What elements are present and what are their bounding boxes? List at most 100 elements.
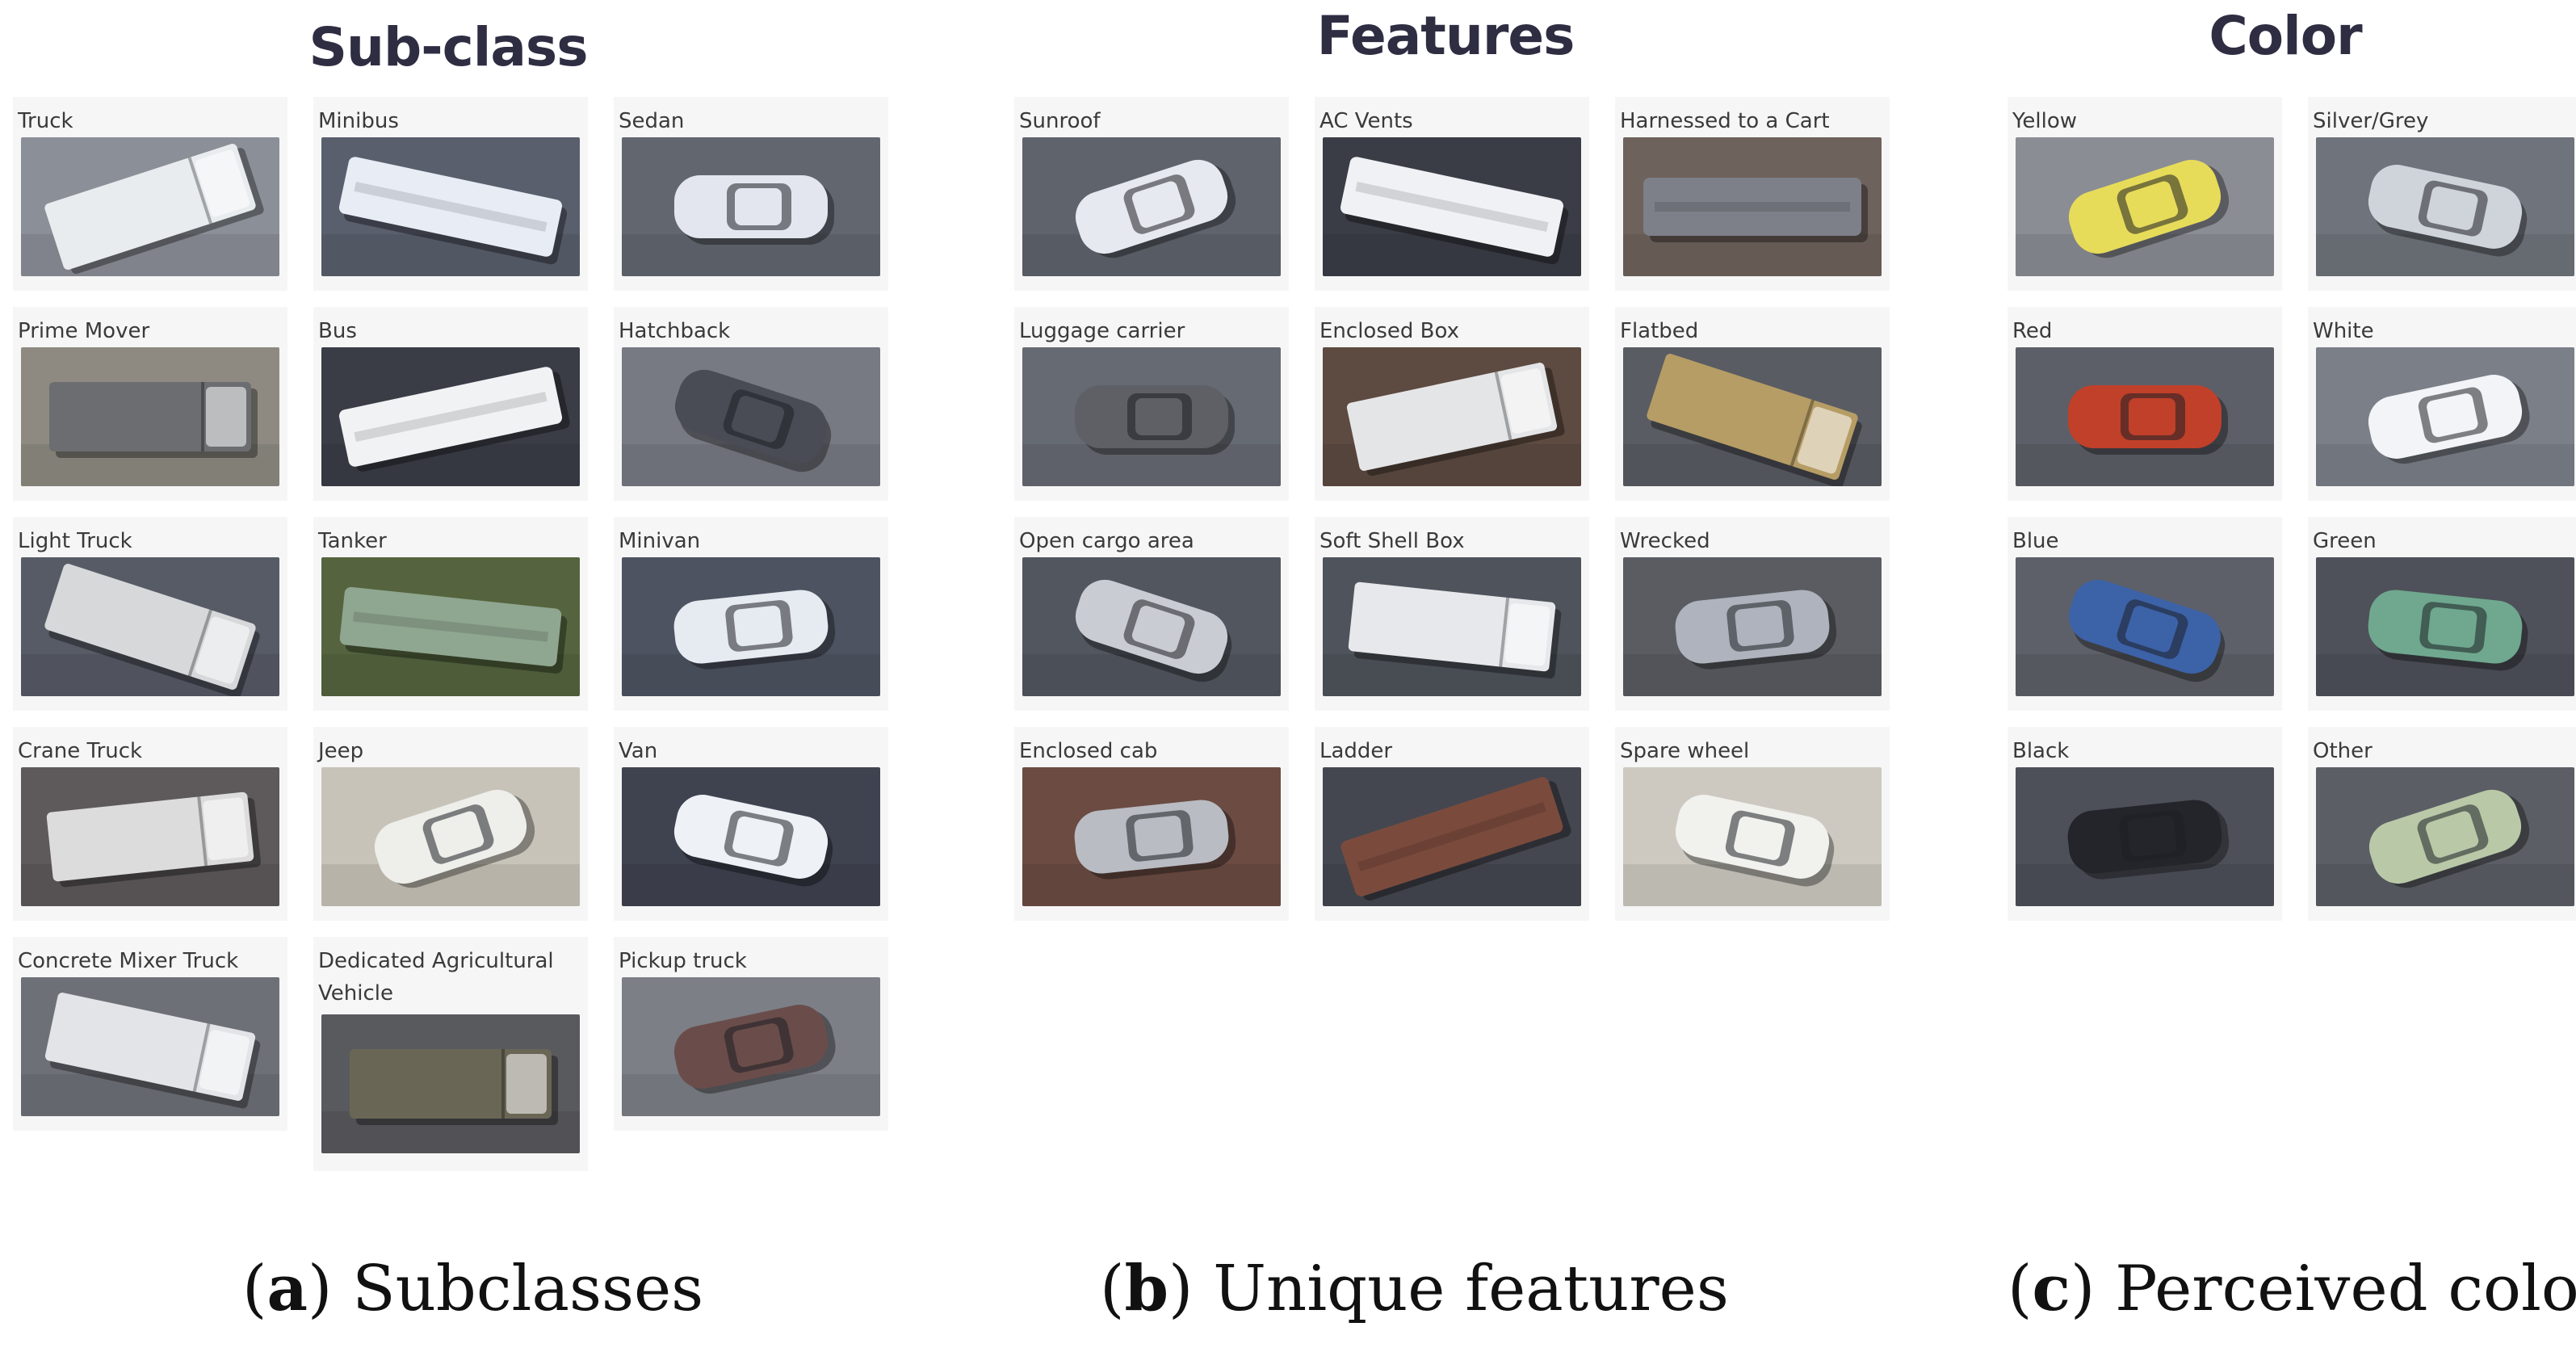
vehicle-sample: Enclosed cab <box>1014 727 1289 921</box>
red-car-image <box>2016 347 2274 486</box>
bus-image <box>321 347 580 486</box>
sample-label: Prime Mover <box>18 319 150 343</box>
sample-label: Sunroof <box>1019 109 1101 133</box>
sample-label: Minibus <box>318 109 399 133</box>
other-car-image <box>2316 767 2574 906</box>
sample-label: Silver/Grey <box>2313 109 2429 133</box>
vehicle-sample: Black <box>2008 727 2282 921</box>
sample-label: Pickup truck <box>619 949 747 973</box>
sample-label: Enclosed cab <box>1019 739 1158 763</box>
agricultural-vehicle-image <box>321 1014 580 1153</box>
vehicle-sample: Wrecked <box>1615 517 1890 711</box>
harnessed-cart-image <box>1623 137 1882 276</box>
sample-label: Van <box>619 739 658 763</box>
yellow-car-image <box>2016 137 2274 276</box>
flatbed-image <box>1623 347 1882 486</box>
luggage-carrier-image <box>1022 347 1281 486</box>
truck-image <box>21 137 279 276</box>
soft-shell-box-image <box>1323 557 1581 696</box>
panel-title: Color <box>2209 5 2362 67</box>
sample-label: Enclosed Box <box>1319 319 1459 343</box>
sample-label: Black <box>2012 739 2070 763</box>
vehicle-sample: Red <box>2008 307 2282 501</box>
vehicle-sample: Hatchback <box>614 307 888 501</box>
white-car-image <box>2316 347 2574 486</box>
sunroof-image <box>1022 137 1281 276</box>
sample-label: Spare wheel <box>1620 739 1750 763</box>
enclosed-box-image <box>1323 347 1581 486</box>
vehicle-sample: Green <box>2308 517 2576 711</box>
vehicle-sample: Open cargo area <box>1014 517 1289 711</box>
sample-label: Bus <box>318 319 357 343</box>
vehicle-sample: AC Vents <box>1315 97 1589 291</box>
ac-vents-image <box>1323 137 1581 276</box>
vehicle-sample: Sunroof <box>1014 97 1289 291</box>
caption-a: (a) Subclasses <box>242 1252 704 1325</box>
wrecked-image <box>1623 557 1882 696</box>
vehicle-sample: Flatbed <box>1615 307 1890 501</box>
minibus-image <box>321 137 580 276</box>
vehicle-sample: Blue <box>2008 517 2282 711</box>
caption-text: Unique features <box>1213 1253 1729 1325</box>
sample-label: Other <box>2313 739 2373 763</box>
pickup-truck-image <box>622 977 880 1116</box>
open-cargo-area-image <box>1022 557 1281 696</box>
caption-b: (b) Unique features <box>1100 1252 1729 1325</box>
sample-label: Luggage carrier <box>1019 319 1185 343</box>
vehicle-sample: Concrete Mixer Truck <box>13 937 287 1131</box>
sample-label: Sedan <box>619 109 685 133</box>
vehicle-sample: Ladder <box>1315 727 1589 921</box>
vehicle-sample: Dedicated Agricultural Vehicle <box>313 937 588 1171</box>
sample-label: Yellow <box>2012 109 2078 133</box>
sample-label: Red <box>2012 319 2053 343</box>
black-car-image <box>2016 767 2274 906</box>
sample-label: Dedicated Agricultural Vehicle <box>318 949 554 1006</box>
sample-label: Flatbed <box>1620 319 1699 343</box>
sample-label: Wrecked <box>1620 529 1710 553</box>
concrete-mixer-truck-image <box>21 977 279 1116</box>
sample-label: Ladder <box>1319 739 1393 763</box>
sample-label: Truck <box>18 109 73 133</box>
hatchback-image <box>622 347 880 486</box>
jeep-image <box>321 767 580 906</box>
vehicle-sample: Enclosed Box <box>1315 307 1589 501</box>
enclosed-cab-image <box>1022 767 1281 906</box>
sample-label: Concrete Mixer Truck <box>18 949 239 973</box>
vehicle-sample: Silver/Grey <box>2308 97 2576 291</box>
sample-label: AC Vents <box>1319 109 1413 133</box>
vehicle-sample: Truck <box>13 97 287 291</box>
vehicle-sample: Luggage carrier <box>1014 307 1289 501</box>
sample-label: Crane Truck <box>18 739 143 763</box>
vehicle-sample: Tanker <box>313 517 588 711</box>
sample-label: Green <box>2313 529 2377 553</box>
vehicle-sample: Prime Mover <box>13 307 287 501</box>
caption-c: (c) Perceived color <box>2008 1252 2576 1325</box>
vehicle-sample: Harnessed to a Cart <box>1615 97 1890 291</box>
light-truck-image <box>21 557 279 696</box>
prime-mover-image <box>21 347 279 486</box>
spare-wheel-image <box>1623 767 1882 906</box>
vehicle-sample: White <box>2308 307 2576 501</box>
sample-label: Minivan <box>619 529 701 553</box>
sample-label: White <box>2313 319 2374 343</box>
crane-truck-image <box>21 767 279 906</box>
tanker-image <box>321 557 580 696</box>
vehicle-sample: Pickup truck <box>614 937 888 1131</box>
panel-title: Sub-class <box>308 16 588 78</box>
vehicle-sample: Minibus <box>313 97 588 291</box>
sedan-image <box>622 137 880 276</box>
blue-car-image <box>2016 557 2274 696</box>
van-image <box>622 767 880 906</box>
panel-title: Features <box>1316 5 1575 67</box>
silver-car-image <box>2316 137 2574 276</box>
vehicle-sample: Other <box>2308 727 2576 921</box>
sample-label: Jeep <box>318 739 364 763</box>
caption-letter: c <box>2032 1252 2070 1325</box>
caption-letter: b <box>1124 1252 1168 1325</box>
vehicle-sample: Yellow <box>2008 97 2282 291</box>
vehicle-sample: Bus <box>313 307 588 501</box>
sample-label: Hatchback <box>619 319 731 343</box>
sample-label: Light Truck <box>18 529 132 553</box>
vehicle-sample: Spare wheel <box>1615 727 1890 921</box>
vehicle-sample: Minivan <box>614 517 888 711</box>
